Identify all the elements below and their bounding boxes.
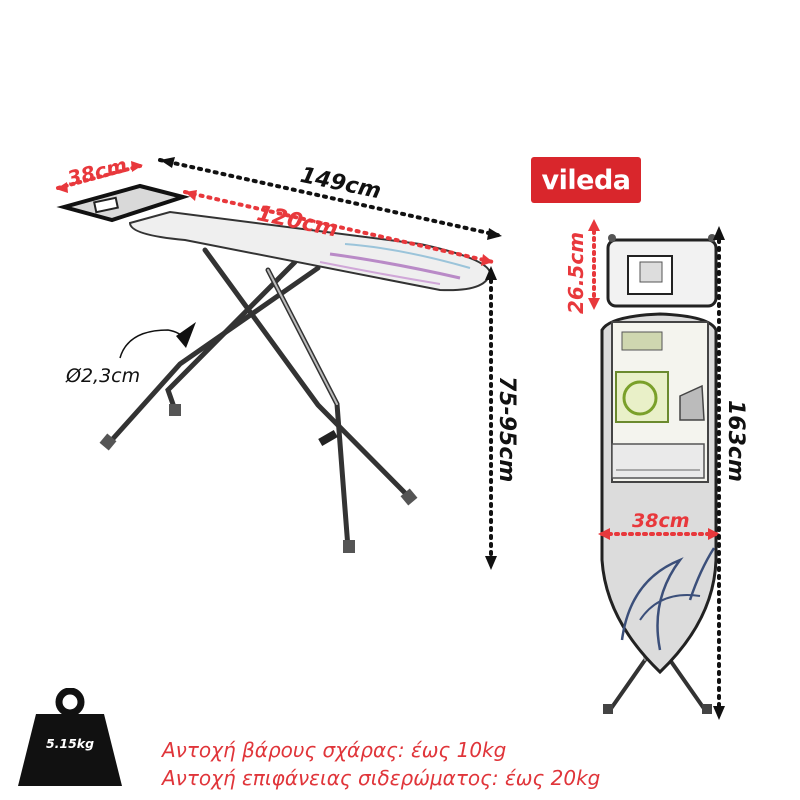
leg-foot bbox=[343, 540, 355, 553]
leg-foot bbox=[169, 404, 181, 416]
pattern-leaf bbox=[329, 252, 461, 280]
leg-foot bbox=[603, 704, 613, 714]
tube-diameter-label: Ø2,3cm bbox=[65, 365, 140, 387]
leg-foot bbox=[702, 704, 712, 714]
pattern-leaf bbox=[639, 594, 701, 621]
leg-clip bbox=[318, 430, 338, 446]
side-view-board bbox=[56, 183, 492, 553]
leg-foot bbox=[99, 433, 117, 451]
leg-foot bbox=[400, 488, 418, 506]
vileda-logo: vileda bbox=[531, 157, 641, 203]
front-dimensions: 26.5cm 38cm 163cm bbox=[564, 219, 748, 720]
side-view-legs bbox=[107, 247, 413, 551]
rest-depth-label: 26.5cm bbox=[564, 232, 588, 314]
pattern-leaf bbox=[620, 557, 684, 651]
logo-text: vileda bbox=[541, 164, 631, 196]
rest-load-note: Αντοχή βάρους σχάρας: έως 10kg bbox=[162, 738, 507, 762]
side-dimensions: 149cm 120cm 38cm 75-95cm Ø2,3cm bbox=[56, 153, 519, 570]
front-width-label: 38cm bbox=[632, 510, 690, 532]
tube-pointer bbox=[119, 329, 187, 359]
front-view-board bbox=[600, 234, 718, 714]
weight-icon: 5.15kg bbox=[14, 687, 126, 788]
folded-height-label: 163cm bbox=[723, 400, 748, 482]
weight-label: 5.15kg bbox=[45, 736, 95, 751]
load-notes: Αντοχή βάρους σχάρας: έως 10kg Αντοχή επ… bbox=[162, 736, 782, 792]
surface-load-note: Αντοχή επιφάνειας σιδερώματος: έως 20kg bbox=[162, 766, 601, 790]
height-range-label: 75-95cm bbox=[494, 376, 519, 482]
side-board-surface bbox=[128, 210, 492, 292]
rest-window bbox=[93, 196, 119, 214]
board-width-label: 38cm bbox=[65, 153, 130, 191]
side-iron-rest bbox=[56, 183, 191, 223]
pattern-leaf bbox=[344, 243, 471, 269]
tube-pointer-arrow bbox=[176, 322, 196, 348]
pattern-leaf bbox=[319, 261, 441, 285]
